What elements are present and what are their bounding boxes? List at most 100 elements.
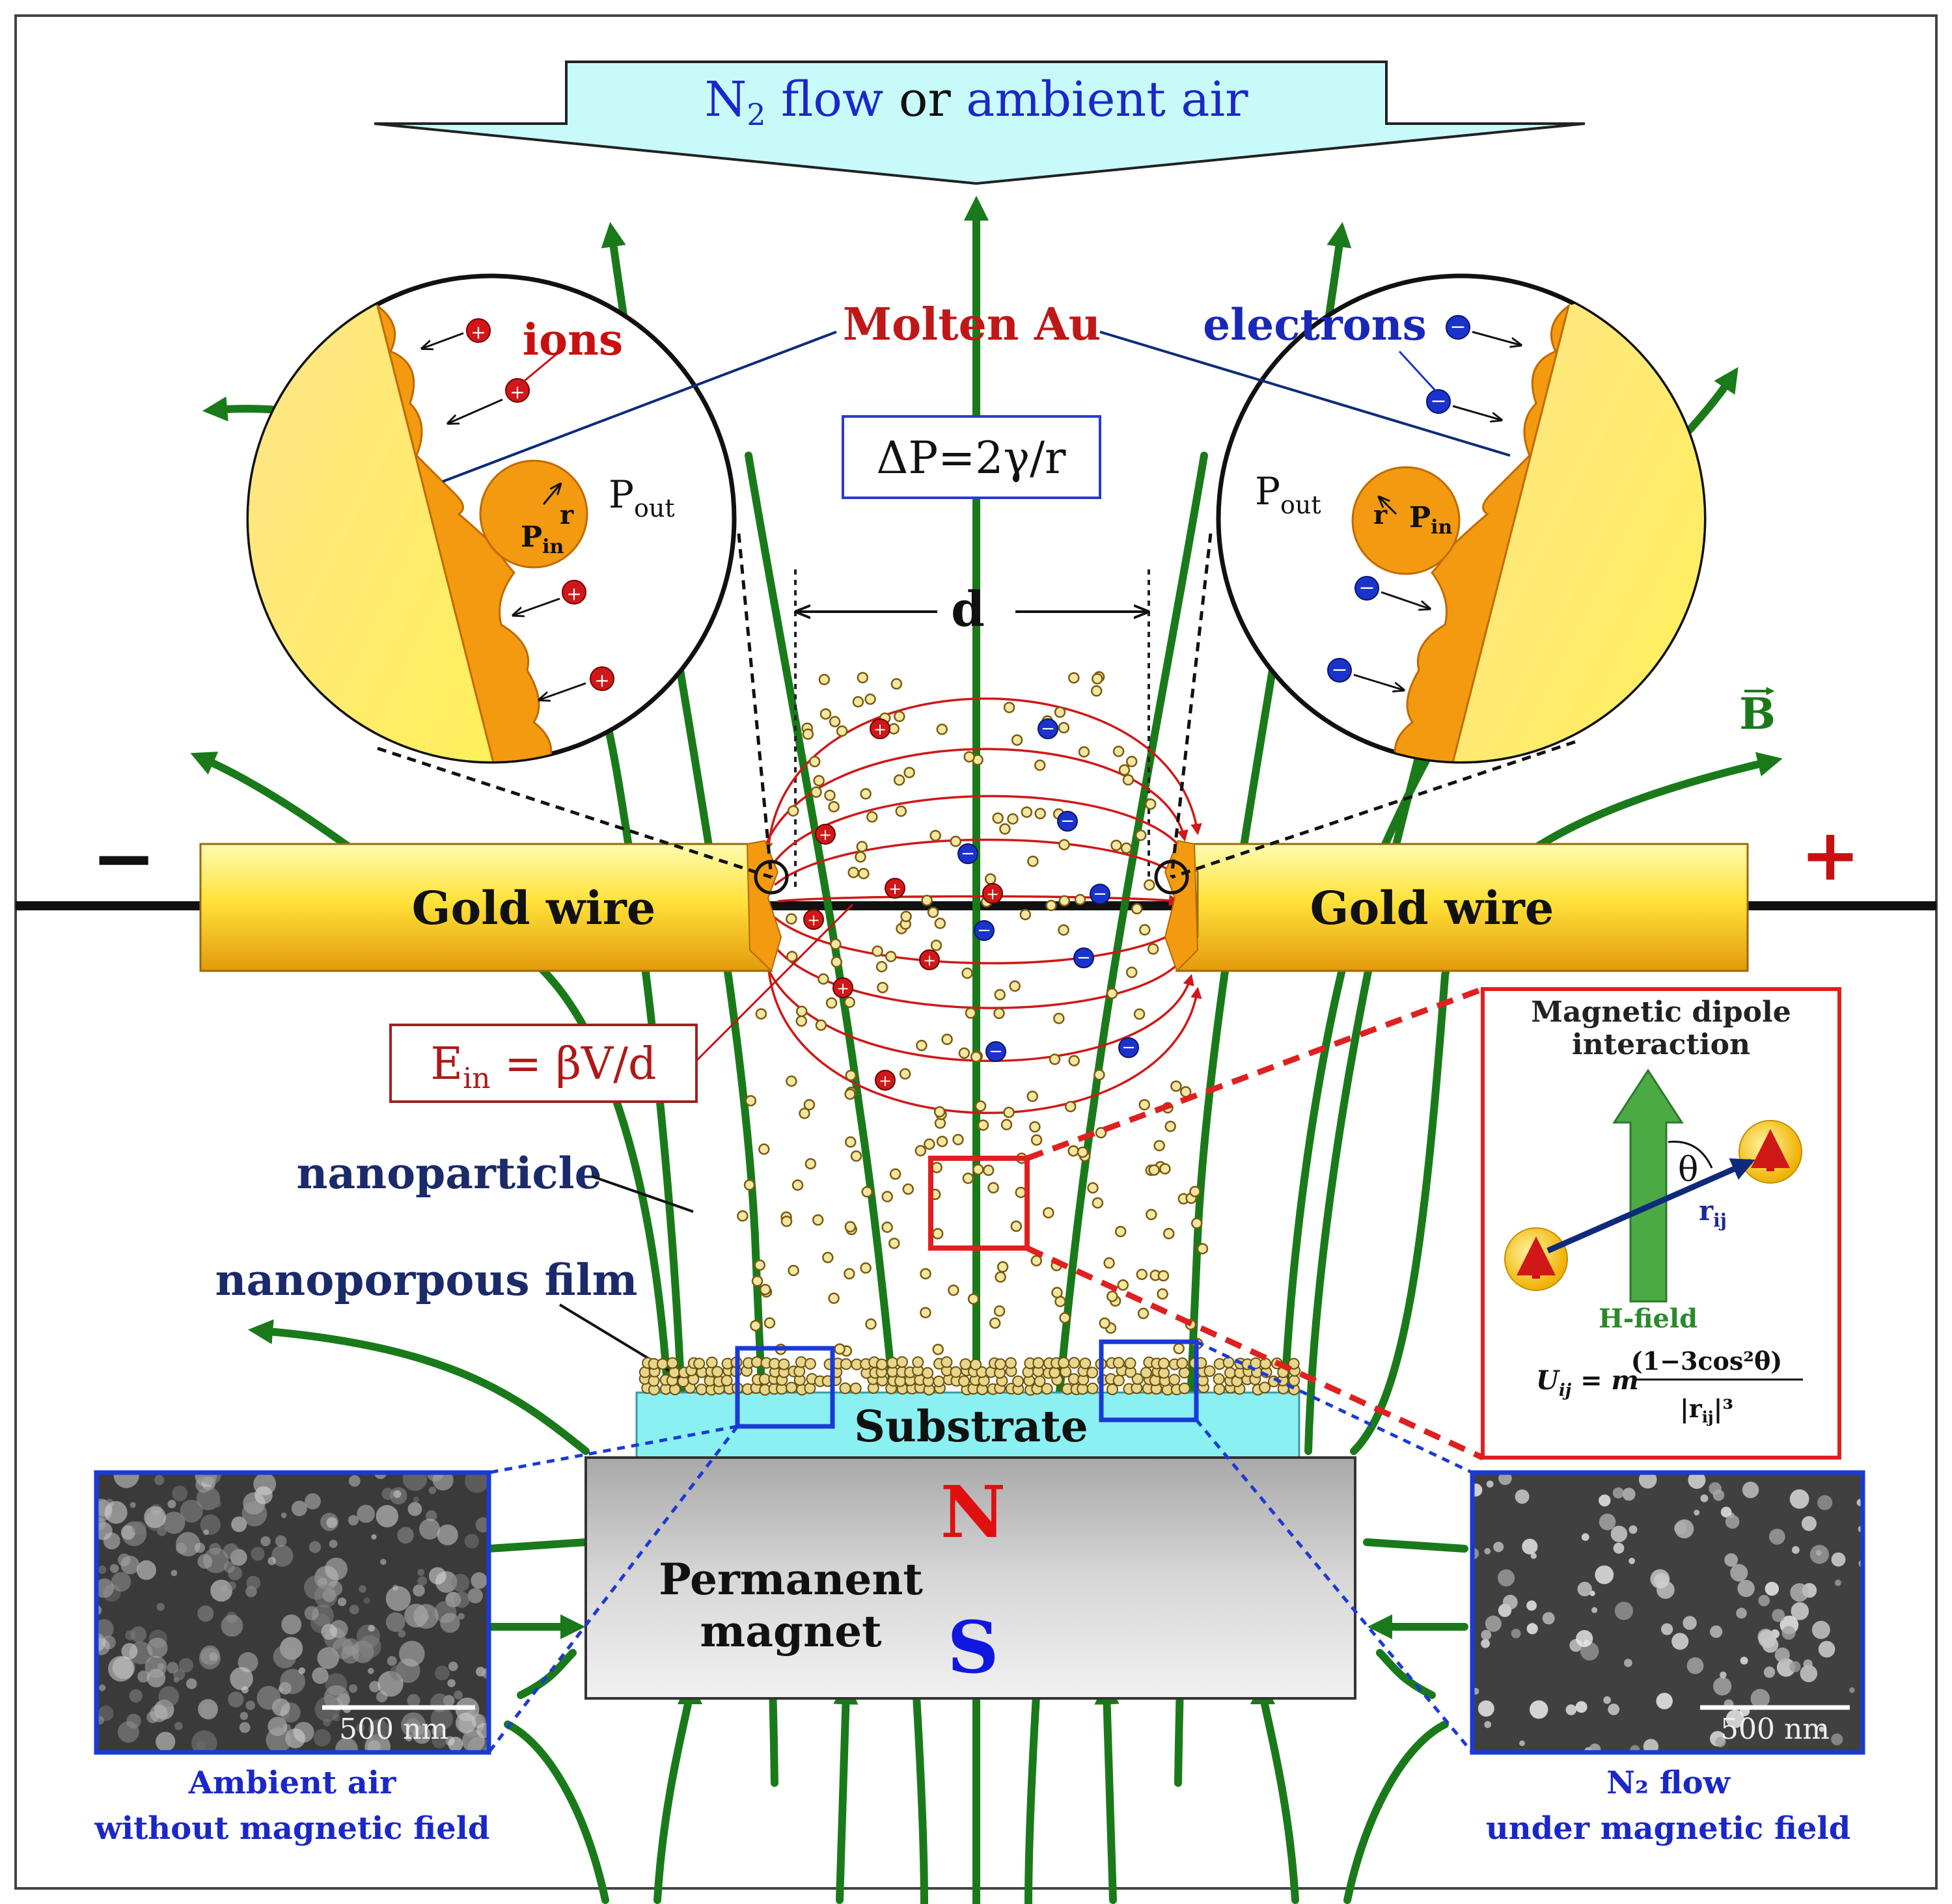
nanoparticle-dot bbox=[754, 1259, 766, 1271]
charge-carriers: ++++++++−−−−−−−− bbox=[803, 718, 1139, 1091]
sem-particle bbox=[1725, 1709, 1744, 1728]
nanoporous-film-label: nanoporpous film bbox=[215, 1255, 638, 1305]
sem-left-caption-2: without magnetic field bbox=[94, 1810, 490, 1847]
nanoparticle-dot bbox=[855, 851, 866, 863]
nanoparticle-dot bbox=[1162, 1228, 1175, 1240]
sem-particle bbox=[1643, 1739, 1659, 1752]
field-line bbox=[653, 1679, 703, 1904]
nanoparticle-dot bbox=[888, 1237, 900, 1249]
film-bead bbox=[970, 1358, 982, 1370]
film-bead bbox=[1107, 1383, 1118, 1396]
sem-grain bbox=[355, 1723, 365, 1732]
sem-grain bbox=[363, 1597, 370, 1604]
sem-particle bbox=[1661, 1623, 1673, 1635]
film-bead bbox=[887, 1357, 899, 1369]
nanoparticle-dot bbox=[995, 1271, 1006, 1283]
svg-text:|rij|³: |rij|³ bbox=[1680, 1394, 1733, 1426]
nanoparticle-dot bbox=[1103, 1257, 1115, 1269]
electron-sign: − bbox=[961, 844, 975, 864]
sem-grain bbox=[199, 1473, 222, 1486]
sem-zoom-lines bbox=[488, 1340, 1474, 1754]
nanoparticle-dot bbox=[1026, 1091, 1038, 1102]
nanoparticle-dot bbox=[861, 1186, 873, 1198]
sem-grain bbox=[197, 1605, 214, 1622]
electron-sign: − bbox=[1060, 811, 1075, 831]
ion-particle bbox=[870, 718, 890, 739]
field-line bbox=[745, 452, 928, 1904]
sem-particle bbox=[1485, 1615, 1502, 1632]
sem-grain bbox=[325, 1557, 348, 1581]
sem-particle bbox=[1849, 1687, 1855, 1693]
sem-grain bbox=[109, 1564, 119, 1573]
sem-particle bbox=[1694, 1510, 1700, 1516]
electron-sign: − bbox=[989, 1042, 1003, 1061]
sem-grain bbox=[117, 1721, 139, 1743]
sem-grain bbox=[163, 1512, 186, 1534]
sem-grain bbox=[464, 1534, 480, 1549]
nanoparticle-dot bbox=[786, 1075, 797, 1087]
sem-grain bbox=[368, 1624, 375, 1632]
nanoparticle-dot bbox=[1112, 745, 1125, 757]
ion-particle bbox=[875, 1070, 896, 1091]
nanoparticle-dot bbox=[914, 1145, 927, 1157]
nanoparticle-dot bbox=[1058, 839, 1070, 850]
sem-grain bbox=[371, 1534, 377, 1540]
sem-grain bbox=[335, 1737, 358, 1752]
nanoparticle-dot bbox=[893, 774, 905, 786]
sem-particle bbox=[1530, 1700, 1548, 1719]
sem-particle bbox=[1526, 1623, 1538, 1635]
sem-particle bbox=[1792, 1546, 1800, 1554]
sem-grain bbox=[432, 1733, 447, 1748]
nanoparticle-dot bbox=[818, 673, 831, 686]
magnet-name-1: Permanent bbox=[659, 1554, 923, 1605]
ion-particle bbox=[885, 878, 905, 899]
sem-particle bbox=[1772, 1609, 1785, 1622]
nanoparticle-dot bbox=[795, 1015, 808, 1027]
electron-sign: − bbox=[1093, 884, 1107, 904]
nanoparticle-dot bbox=[852, 696, 864, 708]
film-bead bbox=[922, 1367, 934, 1379]
gap-dimension: d bbox=[794, 569, 1150, 891]
nanoparticle-dot bbox=[743, 1179, 756, 1191]
nanoparticle-dot bbox=[788, 1264, 799, 1277]
nanoparticle-dot bbox=[952, 1134, 964, 1146]
electrons-label: electrons bbox=[1203, 299, 1427, 350]
sem-grain bbox=[130, 1626, 147, 1642]
sem-grain bbox=[387, 1656, 397, 1666]
sem-grain bbox=[121, 1643, 138, 1659]
nanoparticle-dot bbox=[993, 1007, 1005, 1020]
nanoparticle-dot bbox=[828, 800, 840, 813]
sem-particle bbox=[1803, 1659, 1813, 1669]
nanoparticle-dot bbox=[804, 1158, 817, 1170]
nanoparticle-dot bbox=[921, 895, 933, 906]
nanoparticle-dot bbox=[759, 1283, 771, 1296]
sem-grain bbox=[180, 1499, 203, 1523]
sem-particle bbox=[1801, 1516, 1817, 1531]
sem-grain bbox=[467, 1588, 483, 1603]
nanoparticle-dot bbox=[1058, 895, 1071, 907]
svg-text:Magnetic dipole: Magnetic dipole bbox=[1531, 996, 1791, 1029]
ion-particle bbox=[982, 883, 1003, 904]
film-bead bbox=[959, 1358, 972, 1370]
film-bead bbox=[1213, 1373, 1225, 1385]
sem-grain bbox=[465, 1473, 489, 1493]
sem-particle bbox=[1700, 1494, 1709, 1503]
film-bead bbox=[912, 1356, 924, 1368]
sem-particle bbox=[1581, 1533, 1589, 1542]
nanoparticle-dot bbox=[1009, 980, 1021, 992]
sem-grain bbox=[171, 1570, 178, 1577]
nanoparticle-dot bbox=[758, 1143, 770, 1155]
nanoparticle-dot bbox=[899, 1068, 911, 1080]
nanoparticle-dot bbox=[1030, 1255, 1043, 1267]
sem-particle bbox=[1629, 1525, 1638, 1534]
nanoparticle-dot bbox=[845, 1069, 857, 1081]
film-bead bbox=[657, 1358, 668, 1370]
sem-particle bbox=[1515, 1489, 1530, 1504]
sem-grain bbox=[137, 1670, 150, 1683]
nanoparticle-dot bbox=[936, 1136, 948, 1147]
gold-wire-right: Gold wire bbox=[1154, 839, 1749, 972]
sem-grain bbox=[329, 1540, 338, 1548]
sem-particle bbox=[1758, 1629, 1777, 1648]
sem-particle bbox=[1765, 1581, 1779, 1596]
nanoparticle-dot bbox=[970, 1051, 982, 1063]
